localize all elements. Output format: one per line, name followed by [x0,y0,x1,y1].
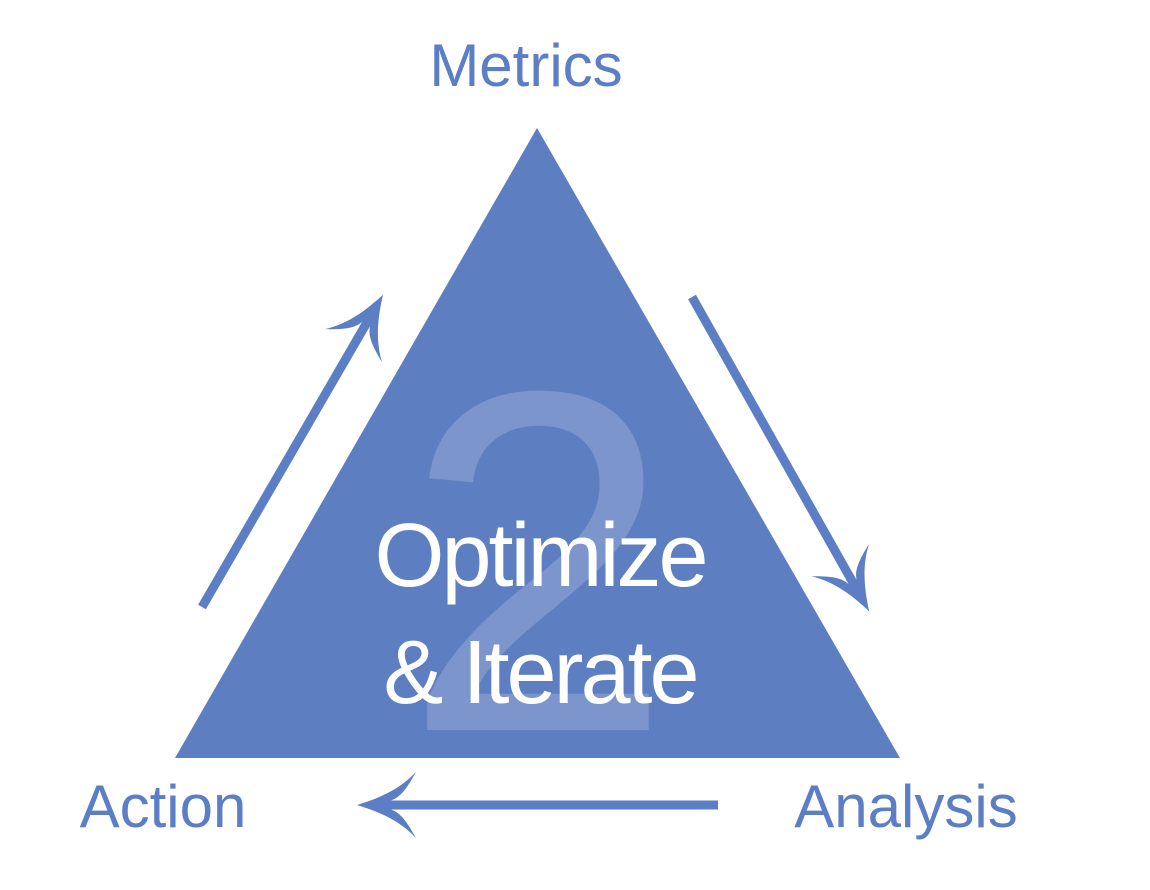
triangle-shape [175,128,900,758]
node-label-action: Action [79,773,247,840]
center-title: Optimize & Iterate [374,498,708,732]
center-title-line1: Optimize [374,506,708,606]
arrow-metrics-to-analysis [688,294,870,612]
arrow-up-left-side [198,294,384,610]
arrow-down-right-side [688,294,870,612]
arrow-action-to-metrics [198,294,384,610]
arrow-left-bottom-side [357,772,718,838]
center-title-line2: & Iterate [383,623,699,723]
step-number-watermark: 2 [403,290,673,833]
arrow-analysis-to-action [357,772,718,838]
node-label-metrics: Metrics [429,32,623,99]
node-label-analysis: Analysis [794,773,1018,840]
